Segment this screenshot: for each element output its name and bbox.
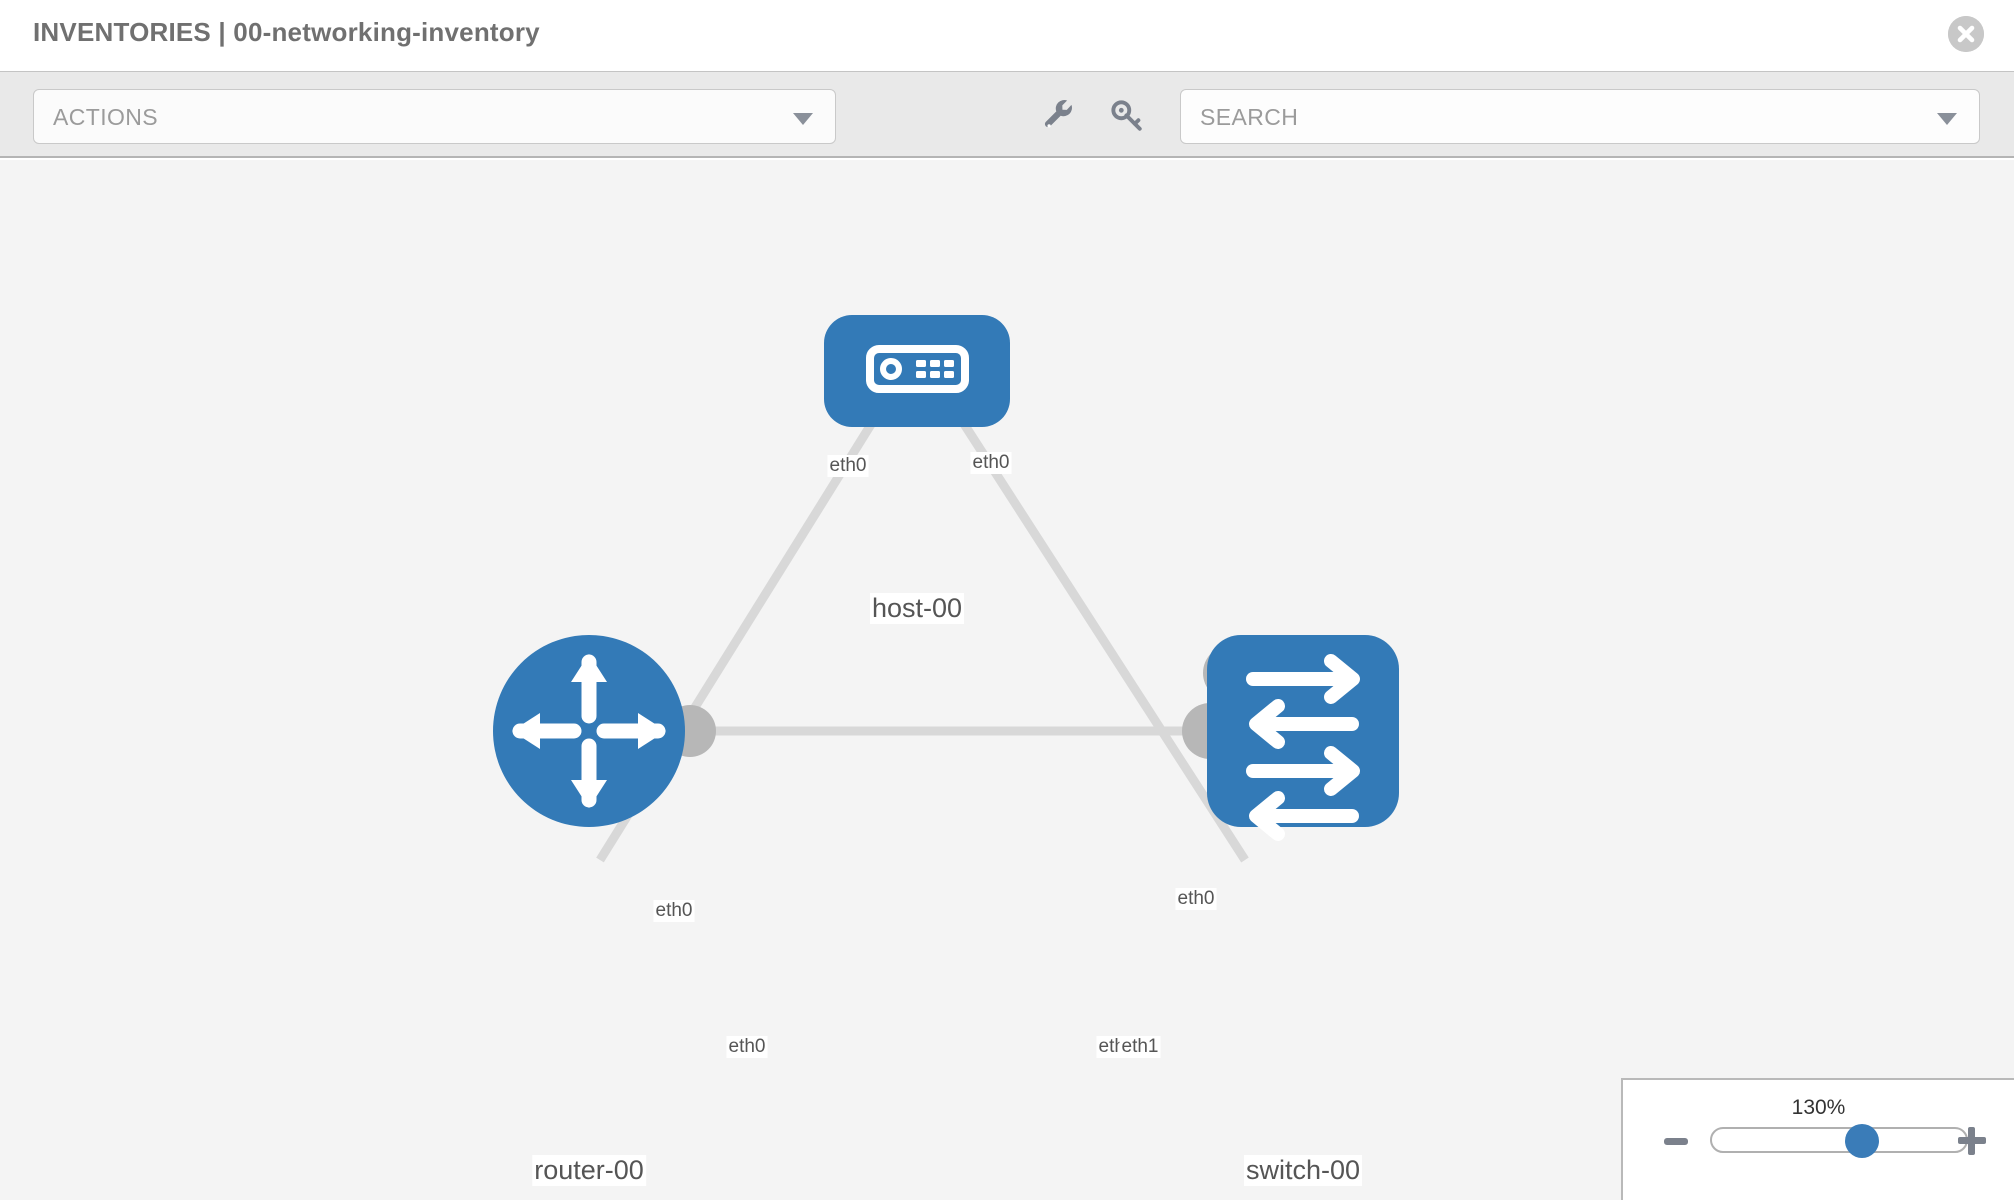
chevron-down-icon[interactable] [1937, 112, 1957, 125]
node-label-switch-00: switch-00 [1243, 1155, 1363, 1186]
node-router-00 [493, 635, 685, 827]
minus-icon[interactable] [1664, 1138, 1688, 1145]
close-icon[interactable] [1948, 16, 1984, 52]
plus-icon[interactable] [1958, 1127, 1986, 1155]
chevron-down-icon [793, 112, 813, 125]
search-input[interactable]: SEARCH [1180, 89, 1980, 144]
topology-edges [596, 407, 1249, 863]
node-switch-00 [1207, 635, 1399, 841]
zoom-level-value: 130% [1791, 1096, 1846, 1119]
actions-dropdown-label: ACTIONS [53, 104, 159, 130]
node-label-router-00: router-00 [532, 1155, 646, 1186]
zoom-slider-thumb[interactable] [1844, 1124, 1879, 1158]
edge-label-switch-eth0-up: eth0 [1175, 888, 1217, 910]
node-label-host-00: host-00 [869, 593, 965, 624]
page-header: INVENTORIES | 00-networking-inventory [0, 0, 2014, 71]
edge-label-host-eth0-right: eth0 [970, 452, 1012, 474]
node-host-00 [824, 315, 1010, 427]
topology-canvas[interactable]: eth0 eth0 eth0 eth0 eth0 eth0 eth1 host-… [0, 160, 2014, 1200]
zoom-slider[interactable] [1710, 1124, 1968, 1158]
page-title: INVENTORIES | 00-networking-inventory [33, 17, 540, 47]
edge-label-router-eth0-right: eth0 [726, 1036, 768, 1058]
wrench-icon[interactable] [1032, 89, 1086, 143]
search-placeholder: SEARCH [1200, 104, 1299, 130]
zoom-control-panel: 130% [1621, 1078, 2014, 1200]
actions-dropdown[interactable]: ACTIONS [33, 89, 836, 144]
edge-label-router-eth0-up: eth0 [653, 900, 695, 922]
edge-label-switch-eth1-left: eth1 [1119, 1036, 1161, 1058]
toolbar: ACTIONS SEARCH [0, 71, 2014, 158]
key-icon[interactable] [1100, 89, 1154, 143]
edge-label-host-eth0-left: eth0 [827, 455, 869, 477]
